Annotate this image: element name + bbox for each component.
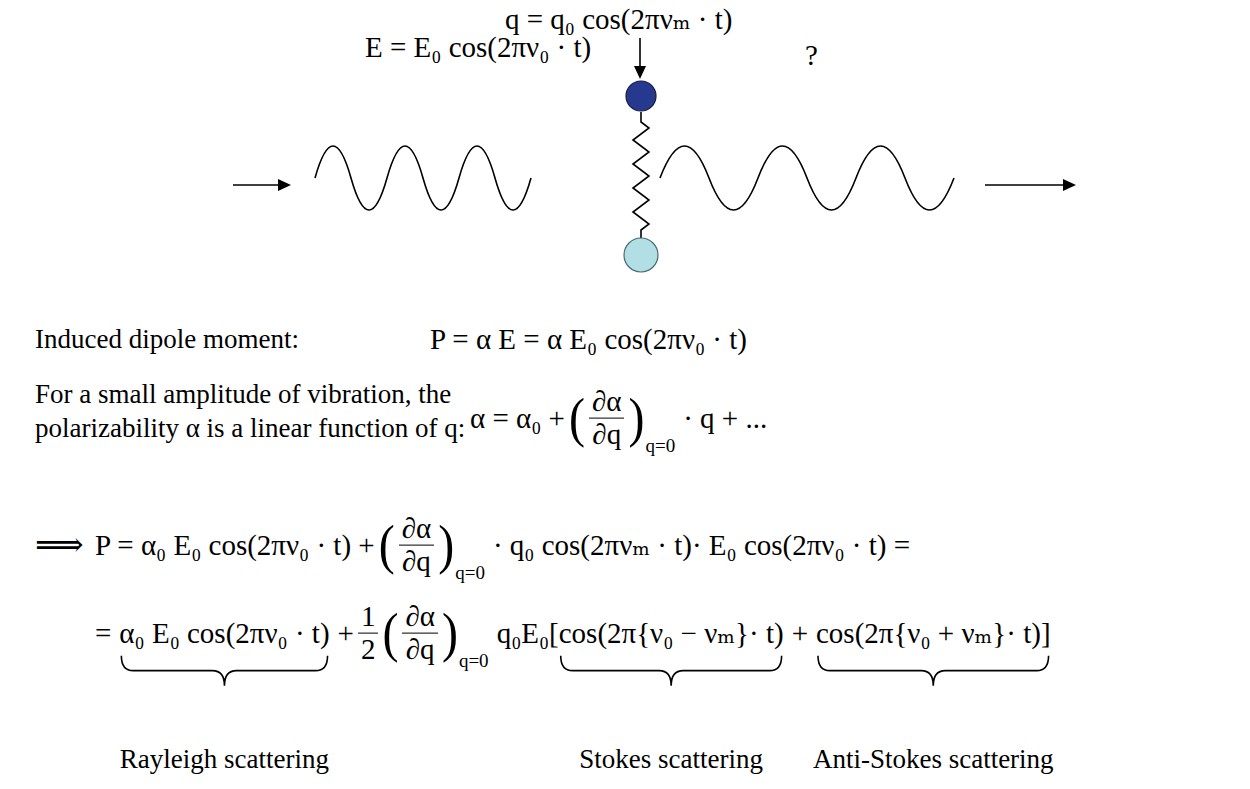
equation-text: P = α E = α E₀ cos(2πν₀ · t)	[430, 323, 747, 356]
parenthesis: )	[442, 605, 458, 660]
fraction: 12	[358, 601, 379, 666]
parenthesis: )	[628, 390, 644, 445]
equation-row: ⟹	[35, 525, 84, 564]
fraction-numerator: ∂α	[589, 386, 625, 419]
equation-row: α = α₀ +(∂α∂q)q=0· q + ...	[470, 386, 767, 451]
equation-text: +	[338, 616, 354, 649]
brace-caption: Rayleigh scattering	[120, 744, 329, 775]
equation-text: P = α₀ E₀ cos(2πν₀ · t) +	[95, 528, 375, 561]
subscript: q=0	[645, 435, 675, 457]
equation-text: E = E₀ cos(2πν₀ · t)	[365, 31, 591, 64]
text-line: For a small amplitude of vibration, the …	[35, 378, 475, 446]
curly-brace	[121, 656, 327, 686]
fraction-denominator: ∂q	[399, 546, 434, 578]
fraction-denominator: 2	[358, 634, 379, 666]
subscript: q=0	[459, 650, 489, 672]
brace-caption: Anti-Stokes scattering	[813, 744, 1054, 775]
fraction: ∂α∂q	[589, 386, 625, 451]
equation-row: =α₀ E₀ cos(2πν₀ · t)+12(∂α∂q)q=0q₀E₀[cos…	[95, 601, 1051, 666]
brace-caption: Stokes scattering	[579, 744, 763, 775]
parenthesis: (	[382, 605, 398, 660]
equation-text: =	[95, 616, 111, 649]
fraction-numerator: 1	[358, 601, 379, 634]
fraction: ∂α∂q	[402, 601, 438, 666]
equation-text: · q + ...	[683, 401, 767, 434]
parenthesis: (	[569, 390, 585, 445]
atom-ball	[626, 81, 656, 111]
equation-row: For a small amplitude of vibration, the …	[35, 378, 475, 446]
equation-text: α = α₀ +	[470, 401, 565, 434]
arrow-head	[1063, 179, 1076, 191]
fraction: ∂α∂q	[399, 513, 435, 578]
scattered-wave	[660, 146, 954, 210]
spring	[633, 112, 649, 239]
vibration-arrow	[639, 38, 641, 68]
equation-text: ]	[1041, 616, 1051, 649]
equation-row: P = α E = α E₀ cos(2πν₀ · t)	[430, 323, 747, 356]
equation-text: q₀E₀[	[497, 616, 559, 649]
text-line: Induced dipole moment:	[35, 324, 299, 355]
subscript: q=0	[455, 562, 485, 584]
fraction-denominator: ∂q	[403, 634, 438, 666]
fraction-numerator: ∂α	[402, 601, 438, 634]
fraction-numerator: ∂α	[399, 513, 435, 546]
equation-text: ?	[805, 39, 818, 72]
fraction-denominator: ∂q	[589, 419, 624, 451]
equation-text: α₀ E₀ cos(2πν₀ · t)	[119, 616, 329, 649]
arrow-head	[634, 66, 646, 79]
curly-brace	[561, 656, 782, 686]
scattered-arrow	[985, 184, 1065, 186]
equation-text: · q₀ cos(2πνₘ · t)· E₀ cos(2πν₀ · t) =	[493, 528, 910, 561]
incident-wave	[315, 146, 531, 210]
equation-row: E = E₀ cos(2πν₀ · t)	[365, 31, 591, 64]
parenthesis: )	[438, 517, 454, 572]
equation-row: Induced dipole moment:	[35, 324, 299, 355]
equation-text: cos(2π{ν₀ + νₘ}· t)	[816, 616, 1041, 649]
equation-text: +	[792, 616, 808, 649]
equation-text: ⟹	[35, 525, 84, 564]
curly-brace	[818, 656, 1049, 686]
parenthesis: (	[379, 517, 395, 572]
equation-text: cos(2π{ν₀ − νₘ}· t)	[559, 616, 784, 649]
arrow-head	[278, 179, 291, 191]
atom-ball	[624, 238, 658, 272]
incident-arrow	[233, 184, 280, 186]
equation-row: ?	[805, 39, 818, 72]
equation-row: P = α₀ E₀ cos(2πν₀ · t) +(∂α∂q)q=0· q₀ c…	[95, 513, 910, 578]
